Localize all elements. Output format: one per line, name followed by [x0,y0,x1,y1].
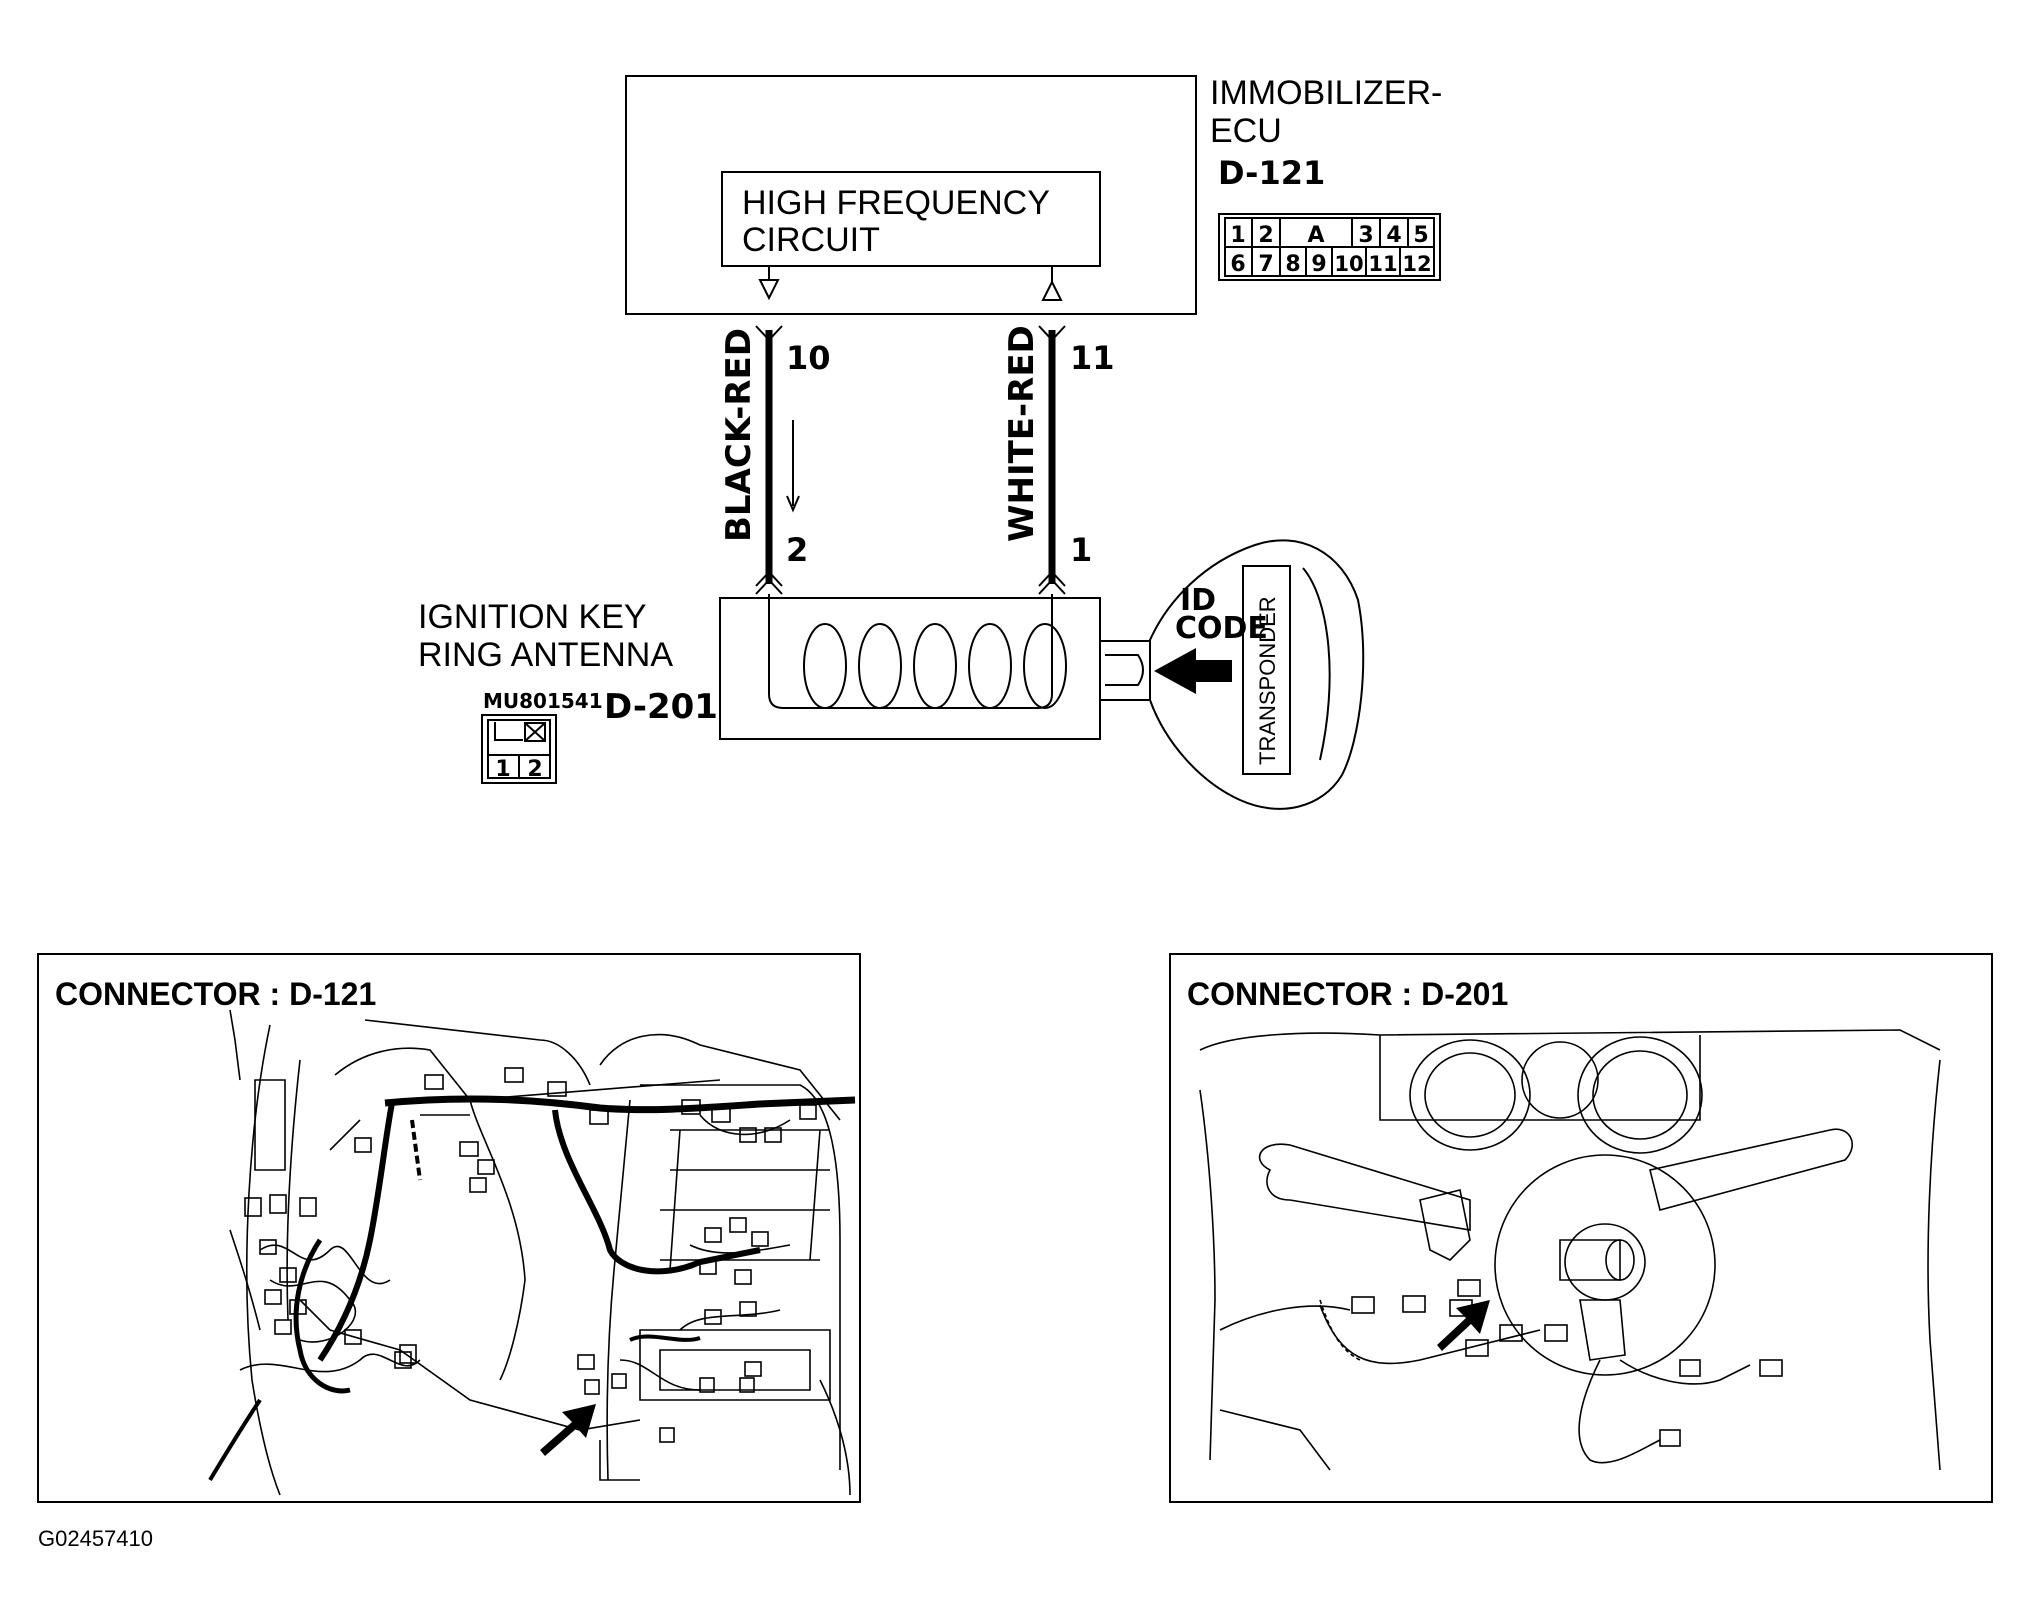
ecu-box [625,75,1197,315]
svg-text:A: A [1307,223,1324,248]
antenna-name-line1: IGNITION KEY [418,598,647,636]
signal-direction-arrow-icon [786,420,800,513]
wire-right-color-label: WHITE-RED [1002,325,1042,542]
svg-text:10: 10 [1334,252,1363,276]
svg-text:11: 11 [1368,252,1397,276]
wire-black-red [755,325,783,595]
antenna-pin-2: 2 [786,531,808,569]
antenna-connector-face: 1 2 [481,714,557,784]
svg-text:2: 2 [527,757,542,782]
antenna-pin-1: 1 [1070,531,1092,569]
svg-text:4: 4 [1386,223,1401,248]
svg-text:8: 8 [1285,252,1300,277]
transponder-box [1242,565,1291,775]
antenna-connector-id: D-201 [604,687,718,727]
antenna-part-number: MU801541 [483,689,603,713]
ecu-connector-id: D-121 [1218,154,1325,192]
svg-text:12: 12 [1402,252,1431,276]
wire-left-color-label: BLACK-RED [719,328,759,542]
id-code-arrow-icon [1154,648,1232,694]
svg-text:1: 1 [495,757,510,782]
high-frequency-circuit-box [721,171,1101,267]
svg-text:2: 2 [1258,223,1273,248]
antenna-box [719,597,1101,740]
svg-text:1: 1 [1230,223,1245,248]
svg-text:9: 9 [1311,252,1326,277]
connector-d201-pointer-arrow-icon [1437,1300,1490,1351]
id-code-line1: ID [1180,583,1216,618]
svg-text:5: 5 [1413,223,1428,248]
ecu-pin-11: 11 [1070,339,1115,377]
connector-d121-pointer-arrow-icon [540,1404,596,1456]
antenna-coil [768,594,1053,709]
antenna-name-line2: RING ANTENNA [418,636,673,674]
svg-text:7: 7 [1258,252,1273,277]
connector-d201-title: CONNECTOR : D-201 [1187,976,1508,1012]
wire-white-red [1038,325,1066,595]
connector-d201-panel [1169,953,1993,1503]
ecu-pin-10: 10 [786,339,831,377]
svg-text:6: 6 [1230,252,1245,277]
svg-text:3: 3 [1358,223,1373,248]
output-triangle-icon [758,279,780,301]
ecu-name-line2: ECU [1210,112,1282,150]
ecu-connector-face: 1 2 A 3 4 5 6 7 8 9 10 11 12 [1218,213,1441,281]
input-triangle-icon [1041,279,1063,301]
id-code-line2: CODE [1175,611,1268,646]
connector-d121-title: CONNECTOR : D-121 [55,976,376,1012]
connector-d121-panel [37,953,861,1503]
circuit-label-line1: HIGH FREQUENCY [742,184,1050,222]
steering-column-illustration [1199,1029,1941,1471]
ecu-name-line1: IMMOBILIZER- [1210,74,1442,112]
main-wire-harness [208,1095,856,1482]
coil-loops [803,623,1067,709]
ignition-key [1100,539,1365,810]
transponder-label: TRANSPONDER [1255,596,1280,765]
figure-code: G02457410 [38,1526,153,1551]
circuit-label-line2: CIRCUIT [742,221,880,259]
